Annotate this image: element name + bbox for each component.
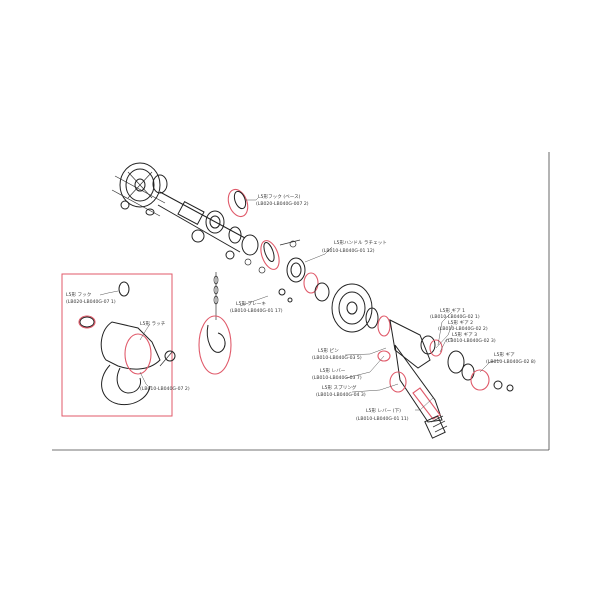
callout-label-c7: L5形 ピン (LB010-LB040G-03 5): [312, 347, 362, 361]
main-shaft-upper: [111, 175, 266, 274]
middle-gear-assembly: [278, 239, 330, 303]
callout-c8-code: (LB010-LB040G-03 7): [312, 375, 362, 381]
callout-label-c5: L5形 ギア 2 (LB010-LB040G-02 2): [438, 319, 488, 332]
callout-c3-code: (LB010-LB040G-01 17): [230, 308, 283, 314]
callout-label-c6: L5形 ギア 3 (LB010-LB040G-02 3): [446, 331, 496, 344]
callout-c2-code: (LB010-LB040G-01 12): [322, 248, 375, 254]
inset-hook-detail: [78, 281, 176, 406]
callout-c7-name: L5形 ピン: [318, 347, 339, 354]
callout-c5-code: (LB010-LB040G-02 2): [438, 326, 488, 332]
callout-label-c3: L5形 ブレーキ (LB010-LB040G-01 17): [230, 300, 283, 314]
callout-c12-code: (LB020-LB040G-07 1): [66, 299, 116, 305]
callout-c12-name: L5形 フック: [66, 291, 91, 298]
callout-c11-name: L5形 ギア: [494, 351, 515, 358]
callout-label-c8: L5形 レバー (LB010-LB040G-03 7): [312, 367, 362, 381]
inset-hook-box: [61, 273, 173, 417]
callout-c5-name: L5形 ギア 2: [448, 319, 473, 326]
main-body-lower: [331, 283, 448, 439]
callout-label-c2: L5形ハンドル ラチェット (LB010-LB040G-01 12): [322, 239, 387, 254]
callout-c2-name: L5形ハンドル ラチェット: [334, 239, 387, 246]
callout-c6-code: (LB010-LB040G-02 3): [446, 338, 496, 344]
callout-c1-name: L5形フック (ベース): [258, 193, 301, 200]
callout-c13-code: (LB010-LB040G-07 2): [140, 386, 190, 392]
callout-c9-code: (LB010-LB040G-04 3): [316, 392, 366, 398]
callout-c13-name: L5形 ラッチ: [140, 320, 166, 327]
callout-label-c4: L5形 ギア 1 (LB010-LB040G-02 1): [430, 307, 480, 320]
callout-c10-code: (LB010-LB040G-01 11): [356, 416, 409, 422]
callout-c4-name: L5形 ギア 1: [440, 307, 465, 314]
callout-c4-code: (LB010-LB040G-02 1): [430, 314, 480, 320]
callout-c8-name: L5形 レバー: [320, 367, 346, 374]
hanging-chain-hook: [198, 272, 232, 375]
callout-c3-name: L5形 ブレーキ: [236, 300, 266, 307]
handwheel-assembly: [119, 162, 168, 216]
callout-leaders: [99, 197, 501, 411]
callout-label-c10: L5形 レバー (下) (LB010-LB040G-01 11): [356, 407, 409, 422]
callout-c7-code: (LB010-LB040G-03 5): [312, 355, 362, 361]
callout-c11-code: (LB010-LB040G-02 8): [486, 359, 536, 365]
callout-c10-name: L5形 レバー (下): [366, 407, 401, 414]
callout-label-c9: L5形 スプリング (LB010-LB040G-04 3): [316, 384, 366, 398]
callout-c6-name: L5形 ギア 3: [452, 331, 477, 338]
callout-label-c12: L5形 フック (LB020-LB040G-07 1): [66, 291, 116, 305]
callout-c1-code: (LB020-LB040G-007 2): [256, 201, 309, 207]
callout-label-c1: L5形フック (ベース) (LB020-LB040G-007 2): [256, 193, 309, 207]
callout-label-c13: L5形 ラッチ (LB010-LB040G-07 2): [140, 320, 190, 392]
callout-c9-name: L5形 スプリング: [322, 384, 357, 391]
callout-label-c11: L5形 ギア (LB010-LB040G-02 8): [486, 351, 536, 365]
